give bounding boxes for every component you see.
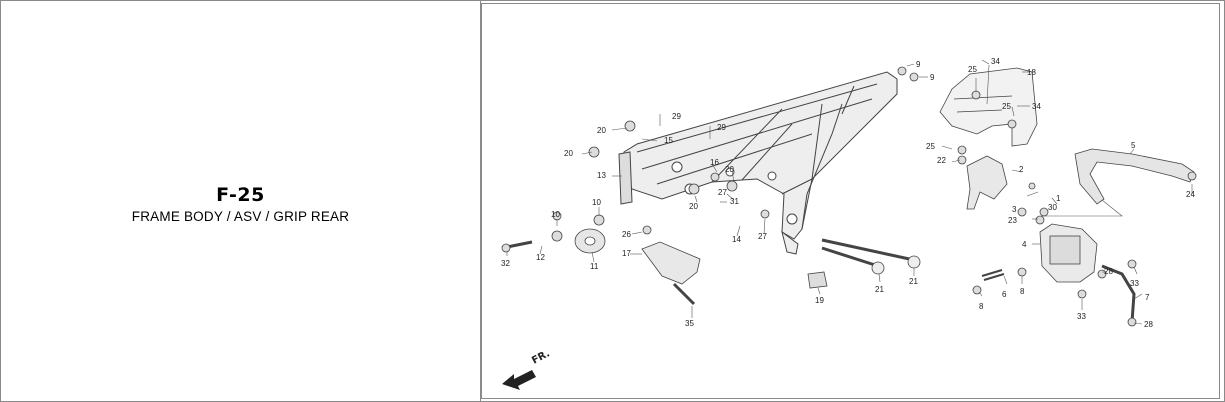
callout-label: 20 — [725, 165, 734, 174]
callout-label: 10 — [551, 210, 560, 219]
bracket-part-2 — [966, 155, 1008, 210]
callout-label: 11 — [590, 262, 599, 271]
callout-label: 8 — [1020, 287, 1025, 296]
callout-label: 25 — [968, 65, 977, 74]
callout-label: 28 — [1104, 267, 1113, 276]
callout-label: 24 — [1186, 190, 1195, 199]
callout-label: 2 — [1019, 165, 1024, 174]
callout-label: 5 — [1131, 141, 1136, 150]
callout-label: 13 — [597, 171, 606, 180]
callout-label: 1 — [1056, 194, 1061, 203]
callout-label: 28 — [1144, 320, 1153, 329]
callout-label: 30 — [1048, 203, 1057, 212]
figure-title-panel: F-25 FRAME BODY / ASV / GRIP REAR — [1, 1, 481, 401]
callout-label: 23 — [1008, 216, 1017, 225]
exploded-diagram-panel: 9 9 34 25 18 25 34 29 29 20 15 20 13 16 … — [481, 3, 1220, 399]
callout-label: 16 — [710, 158, 719, 167]
part-callouts: 9 9 34 25 18 25 34 29 29 20 15 20 13 16 … — [501, 57, 1195, 367]
callout-label: 9 — [930, 73, 935, 82]
asv-unit — [1039, 223, 1098, 283]
strap-part-5 — [1074, 148, 1195, 205]
front-direction-arrow-icon — [502, 370, 536, 390]
callout-label: 22 — [937, 156, 946, 165]
callout-label: 18 — [1027, 68, 1036, 77]
callout-label: 8 — [979, 302, 984, 311]
leader-lines — [506, 59, 1193, 325]
callout-label: 27 — [718, 188, 727, 197]
front-direction-label: FR. — [530, 348, 552, 366]
exploded-diagram: 9 9 34 25 18 25 34 29 29 20 15 20 13 16 … — [501, 57, 1197, 390]
callout-label: 20 — [564, 149, 573, 158]
callout-label: 17 — [622, 249, 631, 258]
callout-label: 29 — [717, 123, 726, 132]
figure-title: FRAME BODY / ASV / GRIP REAR — [131, 209, 350, 224]
callout-label: 34 — [1032, 102, 1041, 111]
callout-label: 20 — [597, 126, 606, 135]
callout-label: 33 — [1077, 312, 1086, 321]
callout-label: 9 — [916, 60, 921, 69]
callout-label: 4 — [1022, 240, 1027, 249]
callout-label: 10 — [592, 198, 601, 207]
callout-label: 27 — [758, 232, 767, 241]
figure-title-block: F-25 FRAME BODY / ASV / GRIP REAR — [1, 184, 480, 224]
callout-label: 21 — [909, 277, 918, 286]
callout-label: 25 — [926, 142, 935, 151]
callout-label: 35 — [685, 319, 694, 328]
long-bolts — [821, 238, 921, 275]
callout-label: 7 — [1145, 293, 1150, 302]
callout-label: 25 — [1002, 102, 1011, 111]
callout-label: 6 — [1002, 290, 1007, 299]
callout-label: 20 — [689, 202, 698, 211]
callout-label: 15 — [664, 136, 673, 145]
frame-body — [618, 71, 898, 255]
bolt-32 — [501, 240, 533, 253]
callout-label: 12 — [536, 253, 545, 262]
part-11 — [574, 228, 606, 254]
callout-label: 21 — [875, 285, 884, 294]
callout-label: 26 — [622, 230, 631, 239]
callout-label: 32 — [501, 259, 510, 268]
callout-label: 19 — [815, 296, 824, 305]
stay-part-17 — [641, 241, 701, 285]
callout-label: 14 — [732, 235, 741, 244]
callout-label: 33 — [1130, 279, 1139, 288]
small-hardware — [551, 66, 1197, 327]
callout-label: 29 — [672, 112, 681, 121]
callout-label: 31 — [730, 197, 739, 206]
callout-label: 34 — [991, 57, 1000, 66]
figure-code: F-25 — [216, 184, 265, 206]
callout-label: 3 — [1012, 205, 1017, 214]
